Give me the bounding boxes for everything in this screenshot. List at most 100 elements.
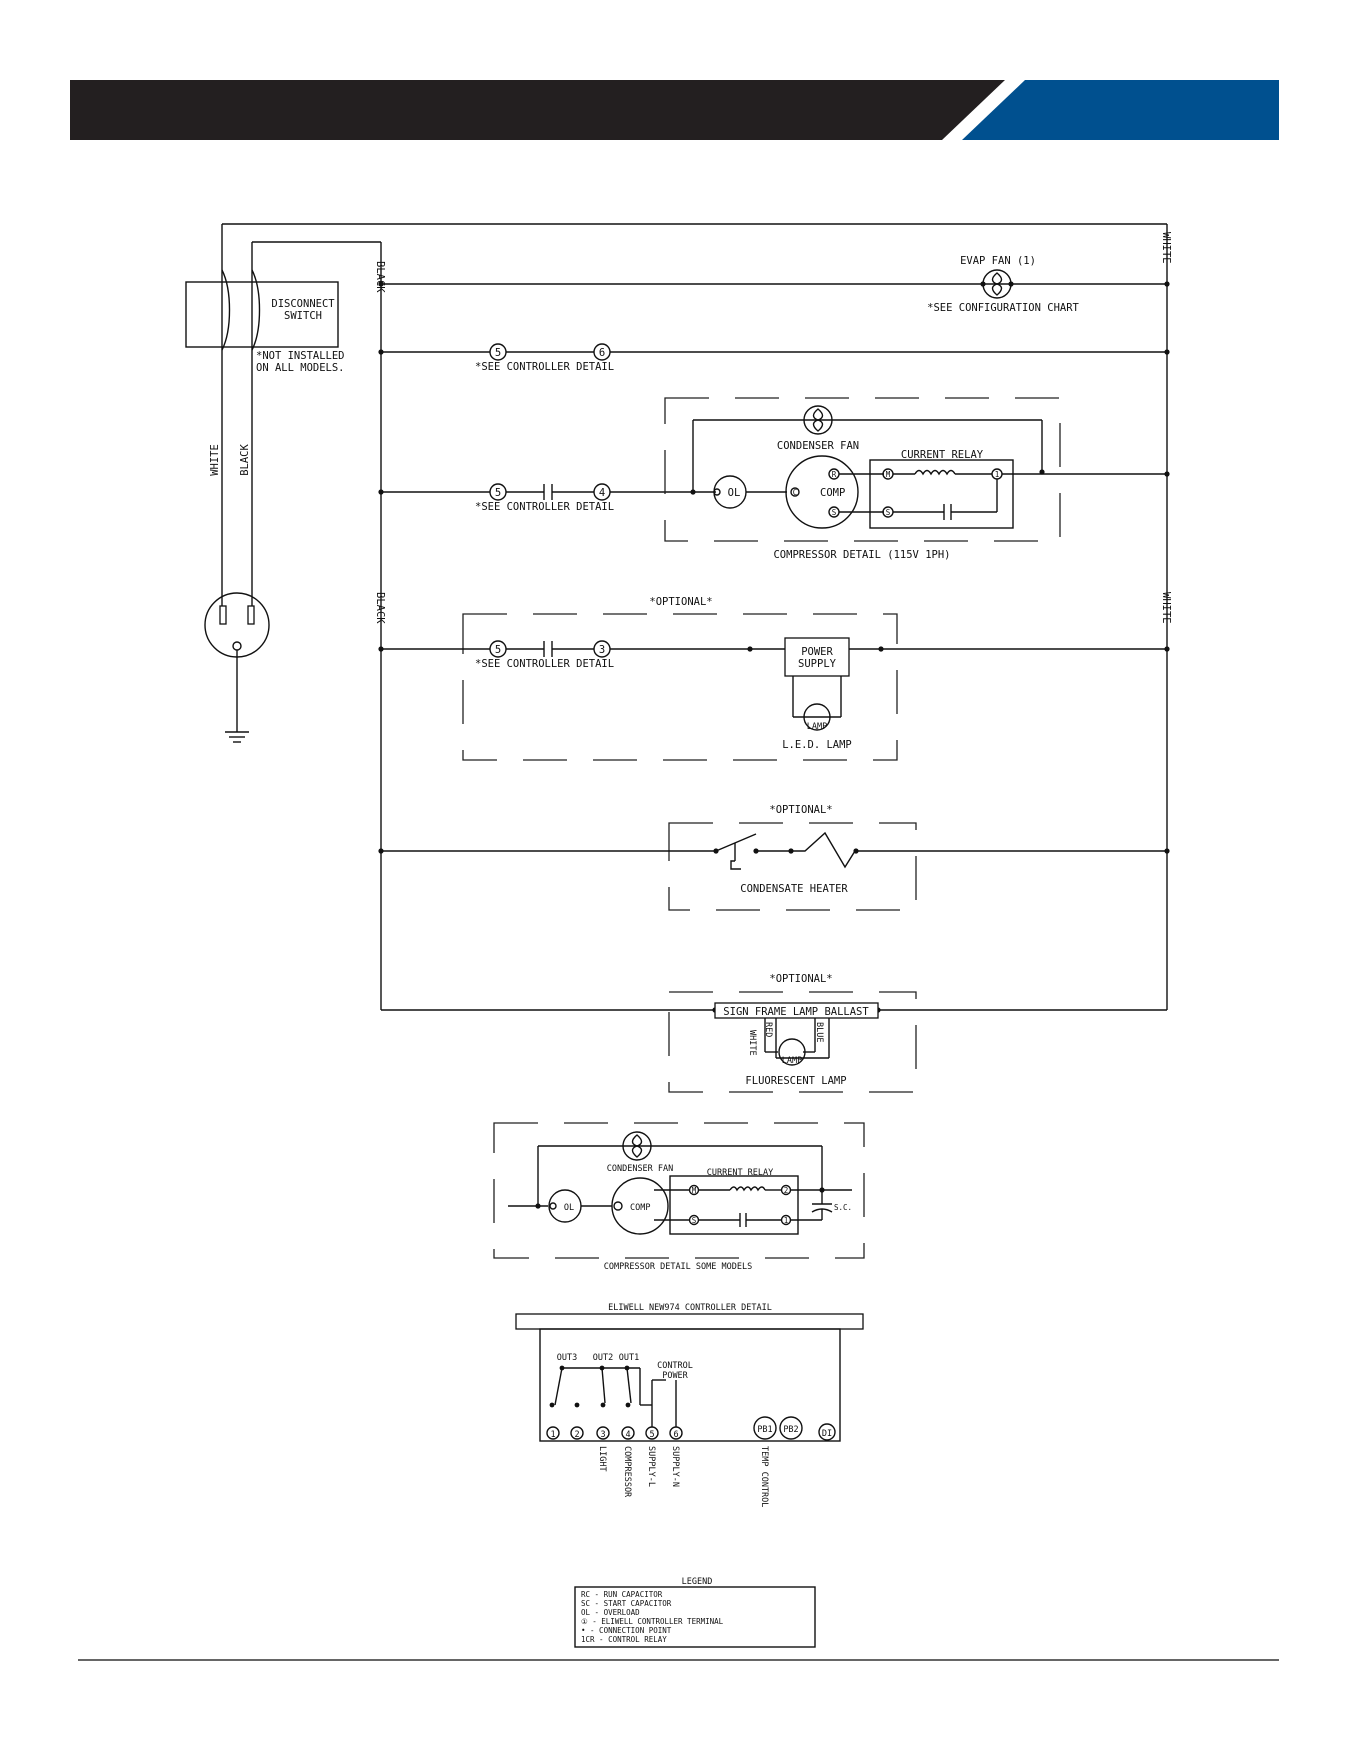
optional-label-ballast: *OPTIONAL* [769,973,832,985]
led-lamp-label: L.E.D. LAMP [782,739,852,751]
compressor-terminal-label: COMPRESSOR [622,1446,632,1498]
relay-2-terminal-some: 2 [784,1186,789,1195]
relay-1-terminal: 1 [995,470,1000,479]
controller-supply-row: 5 6 *SEE CONTROLLER DETAIL [378,343,1170,373]
relay-s-terminal: S [886,508,891,517]
light-terminal-label: LIGHT [597,1446,607,1472]
current-relay-label-row3: CURRENT RELAY [901,449,984,461]
legend-item-relay: 1CR - CONTROL RELAY [581,1635,667,1644]
optional-label-heater: *OPTIONAL* [769,804,832,816]
ground-icon [225,731,249,743]
condensate-heater-label: CONDENSATE HEATER [740,883,848,895]
compressor-icon-some [611,1177,669,1235]
wire-white-label: WHITE [747,1030,757,1056]
fluorescent-lamp-symbol-label: LAMP [782,1056,802,1066]
evap-fan-label: EVAP FAN (1) [960,255,1036,267]
cord-black-label: BLACK [239,444,251,476]
legend-item-terminal: ① - ELIWELL CONTROLLER TERMINAL [581,1617,724,1626]
comp-r-terminal: R [832,470,837,479]
legend-item-ol: OL - OVERLOAD [581,1608,640,1617]
fluorescent-lamp-icon [778,1038,806,1066]
temp-control-label: TEMP CONTROL [759,1446,769,1507]
overload-label-row3: OL [728,487,741,499]
controller-terminal-1: 1 [550,1430,555,1440]
supply-l-terminal-label: SUPPLY-L [646,1446,656,1487]
comp-s-terminal: S [832,508,837,517]
see-controller-detail-row2: *SEE CONTROLLER DETAIL [475,361,614,373]
evap-fan-row: EVAP FAN (1) *SEE CONFIGURATION CHART [378,255,1170,314]
condensate-heater-row: *OPTIONAL* CONDENSATE HEATER [378,804,1170,911]
ballast-box [714,1002,879,1019]
cord-white-label: WHITE [209,444,221,476]
controller-terminal-3: 3 [600,1430,605,1440]
supply-n-terminal-label: SUPPLY-N [670,1446,680,1487]
legend-title: LEGEND [682,1577,713,1587]
optional-label-led: *OPTIONAL* [649,596,712,608]
black-rail-label-top: BLACK [374,261,386,293]
controller-terminal-5: 5 [649,1430,654,1440]
terminal-6-row2: 6 [599,347,605,359]
led-lamp-icon [803,703,831,731]
comp-c-terminal: C [793,488,798,497]
relay-s-terminal-some: S [692,1216,697,1225]
black-rail-label-mid: BLACK [374,592,386,624]
controller-terminal-2: 2 [574,1430,579,1440]
power-supply-box [784,637,850,677]
header-bar [70,80,1279,140]
sign-frame-row: *OPTIONAL* SIGN FRAME LAMP BALLAST LAMP … [381,973,1167,1093]
out1-label: OUT1 [619,1353,639,1363]
legend-item-rc: RC - RUN CAPACITOR [581,1590,663,1599]
relay-1-terminal-some: 1 [784,1216,789,1225]
controller-terminals: 1 2 3 4 5 6 PB1 PB2 DI [546,1416,836,1441]
terminal-4-row3: 4 [599,487,605,499]
see-config-chart-note: *SEE CONFIGURATION CHART [927,302,1079,314]
compressor-detail-115v-label: COMPRESSOR DETAIL (115V 1PH) [773,549,950,561]
relay-m-terminal: M [886,470,891,479]
led-lamp-symbol-label: LAMP [807,722,827,732]
out3-label: OUT3 [557,1353,577,1363]
comp-label-row3: COMP [820,487,845,499]
led-lamp-row: *OPTIONAL* 5 3 *SEE CONTROLLER DETAIL PO… [378,596,1170,761]
legend-item-connection: • - CONNECTION POINT [581,1626,672,1635]
fluorescent-lamp-label: FLUORESCENT LAMP [745,1075,846,1087]
condenser-fan-label: CONDENSER FAN [777,440,859,452]
compressor-detail-some-models-label: COMPRESSOR DETAIL SOME MODELS [604,1262,752,1272]
see-controller-detail-row4: *SEE CONTROLLER DETAIL [475,658,614,670]
white-rail-label-mid: WHITE [1160,592,1172,624]
compressor-row: 5 4 *SEE CONTROLLER DETAIL CONDENSER FAN… [378,397,1170,561]
ballast-label: SIGN FRAME LAMP BALLAST [723,1006,869,1018]
terminal-5-row4: 5 [495,644,501,656]
start-capacitor-label: S.C. [834,1203,852,1212]
relay-m-terminal-some: M [692,1186,697,1195]
legend: LEGEND RC - RUN CAPACITOR SC - START CAP… [574,1577,816,1648]
digital-input-di: DI [822,1429,832,1439]
compressor-detail-some-models: CONDENSER FAN OL COMP CURRENT RELAY M 2 … [493,1122,865,1272]
terminal-5-row3: 5 [495,487,501,499]
terminal-3-row4: 3 [599,644,605,656]
probe-pb1: PB1 [757,1425,772,1435]
overload-label-some: OL [564,1203,574,1213]
wire-red-label: RED [763,1022,773,1037]
terminal-5-row2: 5 [495,347,501,359]
controller-terminal-4: 4 [625,1430,630,1440]
controller-terminal-6: 6 [673,1430,678,1440]
wire-blue-label: BLUE [814,1022,824,1042]
white-rail-label-top: WHITE [1160,232,1172,264]
legend-item-sc: SC - START CAPACITOR [581,1599,672,1608]
plug-icon [204,592,270,658]
condenser-fan-label-some: CONDENSER FAN [607,1164,674,1174]
header-dark-band [70,80,1005,140]
current-relay-label-some: CURRENT RELAY [707,1168,774,1178]
controller-detail: ELIWELL NEW974 CONTROLLER DETAIL OUT3 OU… [515,1303,864,1507]
probe-pb2: PB2 [783,1425,798,1435]
out2-label: OUT2 [593,1353,613,1363]
compressor-icon [785,455,859,529]
see-controller-detail-row3: *SEE CONTROLLER DETAIL [475,501,614,513]
header-accent-band [962,80,1279,140]
